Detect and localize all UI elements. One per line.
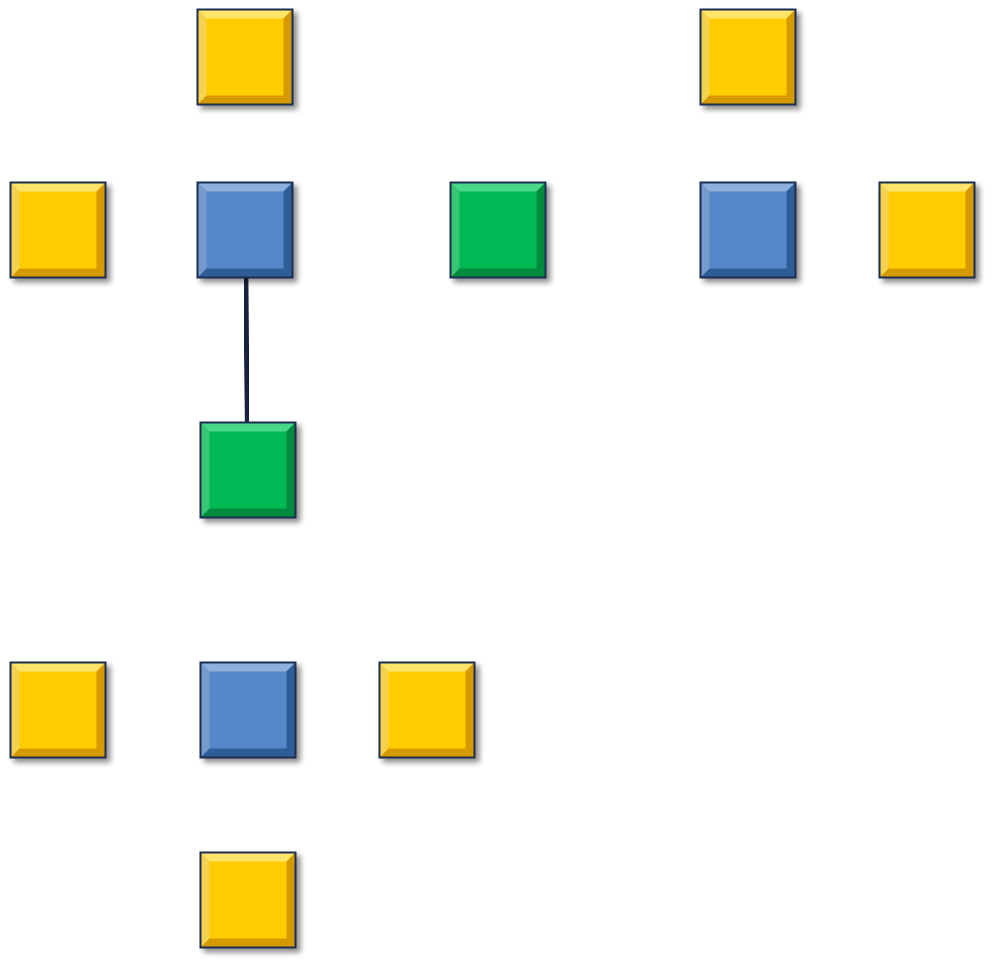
- node-hub-top-right: [699, 181, 797, 279]
- node-leaf-top-left-left: [9, 181, 107, 279]
- node-hub-top-left: [196, 181, 294, 279]
- node-leaf-bottom-down: [199, 851, 297, 949]
- node-relay-left: [199, 421, 297, 519]
- node-hub-bottom: [199, 661, 297, 759]
- nodes: [9, 8, 976, 949]
- node-leaf-bottom-left: [9, 661, 107, 759]
- node-leaf-bottom-right: [378, 661, 476, 759]
- node-leaf-top-right-right: [878, 181, 976, 279]
- node-relay-top: [449, 181, 547, 279]
- node-leaf-top-left-up: [196, 8, 294, 106]
- node-leaf-top-right-up: [699, 8, 797, 106]
